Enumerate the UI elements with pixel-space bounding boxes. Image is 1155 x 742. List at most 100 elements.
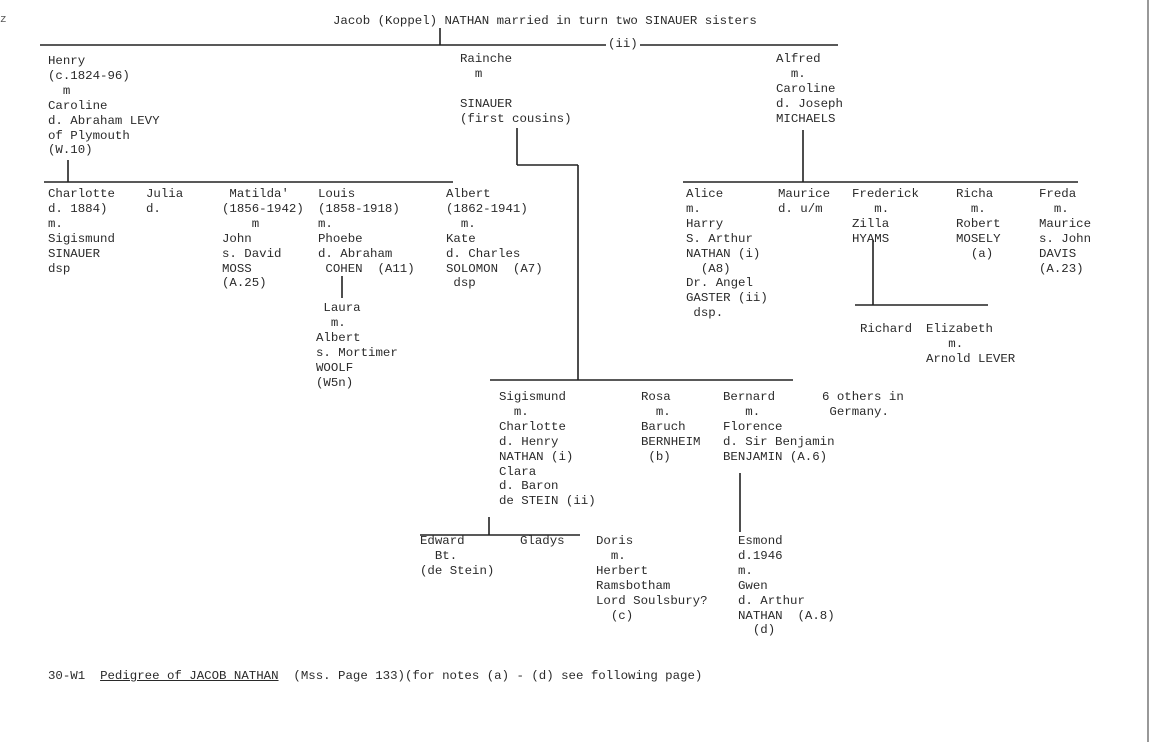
person-line: SOLOMON (A7): [446, 261, 543, 276]
person-line: Baruch: [641, 419, 686, 434]
person-line: Matilda': [222, 187, 289, 201]
person-line: (A.25): [222, 276, 267, 291]
person-line: Edward: [420, 534, 465, 548]
person-line: m.: [499, 404, 529, 419]
person-line: d. Joseph: [776, 96, 843, 111]
person-line: Maurice: [1039, 216, 1092, 231]
person-line: Richa: [956, 187, 994, 201]
person-line: of Plymouth: [48, 128, 130, 143]
person-line: Zilla: [852, 216, 890, 231]
person-line: m: [460, 66, 483, 81]
person-line: s. John: [1039, 231, 1092, 246]
person-line: Charlotte: [499, 419, 566, 434]
person-line: Julia: [146, 187, 184, 201]
person-line: m: [222, 216, 260, 231]
person-line: d. Charles: [446, 246, 521, 261]
person-line: (A.23): [1039, 261, 1084, 276]
person-line: Clara: [499, 464, 537, 479]
person-richard: Richard: [860, 322, 912, 337]
person-line: Arnold LEVER: [926, 351, 1016, 366]
person-line: Germany.: [822, 404, 889, 419]
person-line: Rainche: [460, 52, 513, 66]
person-line: m.: [318, 216, 333, 231]
person-line: Freda: [1039, 187, 1077, 201]
person-line: (c.1824-96): [48, 68, 130, 83]
person-line: BERNHEIM: [641, 434, 701, 449]
person-line: d. 1884): [48, 201, 108, 216]
person-line: Gwen: [738, 578, 768, 593]
person-line: SINAUER: [460, 96, 513, 111]
person-line: s. Mortimer: [316, 345, 398, 360]
person-line: d. Abraham: [318, 246, 393, 261]
person-line: m.: [686, 201, 701, 216]
person-line: John: [222, 231, 252, 246]
person-line: m.: [956, 201, 986, 216]
person-line: (W.10): [48, 143, 93, 158]
person-line: MOSELY: [956, 231, 1001, 246]
person-line: (de Stein): [420, 563, 495, 578]
person-line: m.: [776, 66, 806, 81]
person-line: (c): [596, 608, 634, 623]
person-line: Harry: [686, 216, 724, 231]
person-line: Rosa: [641, 390, 671, 404]
person-line: Charlotte: [48, 187, 115, 201]
person-line: Maurice: [778, 187, 831, 201]
person-line: m.: [723, 404, 761, 419]
person-line: Elizabeth: [926, 322, 993, 336]
person-line: m.: [852, 201, 890, 216]
person-line: Caroline: [776, 81, 836, 96]
person-line: Alfred: [776, 52, 821, 66]
caption-ref: 30-W1: [48, 669, 86, 683]
person-line: Kate: [446, 231, 476, 246]
person-line: dsp.: [686, 306, 724, 321]
person-elizabeth: Elizabeth m.Arnold LEVER: [926, 322, 1015, 367]
person-line: (A8): [686, 261, 731, 276]
person-edward: Edward Bt.(de Stein): [420, 534, 494, 579]
person-line: Laura: [316, 301, 361, 315]
person-others: 6 others in Germany.: [822, 390, 904, 420]
person-line: (d): [738, 623, 776, 638]
person-line: Florence: [723, 419, 783, 434]
person-line: (a): [956, 246, 994, 261]
person-line: d.: [146, 201, 161, 216]
marriage-marker: (ii): [606, 37, 640, 51]
caption-title: Pedigree of JACOB NATHAN: [100, 669, 279, 683]
person-line: s. David: [222, 246, 282, 261]
person-line: d.1946: [738, 548, 783, 563]
person-line: Robert: [956, 216, 1001, 231]
person-line: (W5n): [316, 375, 354, 390]
person-gladys: Gladys: [520, 534, 565, 549]
person-line: (b): [641, 449, 671, 464]
person-line: MOSS: [222, 261, 252, 276]
person-rainche: Rainche m SINAUER(first cousins): [460, 52, 572, 127]
person-line: HYAMS: [852, 231, 890, 246]
person-line: m.: [641, 404, 671, 419]
pedigree-title: Jacob (Koppel) NATHAN married in turn tw…: [333, 14, 757, 28]
person-line: GASTER (ii): [686, 291, 768, 306]
person-line: m.: [446, 216, 476, 231]
person-line: m.: [1039, 201, 1069, 216]
person-line: d. u/m: [778, 201, 823, 216]
person-line: NATHAN (i): [499, 449, 574, 464]
person-line: 6 others in: [822, 390, 904, 404]
person-line: Lord Soulsbury?: [596, 593, 708, 608]
person-line: Gladys: [520, 534, 565, 548]
person-line: d. Henry: [499, 434, 559, 449]
caption-note: (Mss. Page 133)(for notes (a) - (d) see …: [293, 669, 703, 683]
person-line: Bt.: [420, 548, 458, 563]
person-line: Sigismund: [499, 390, 566, 404]
person-line: WOOLF: [316, 360, 354, 375]
person-line: [460, 82, 572, 97]
person-line: NATHAN (i): [686, 246, 761, 261]
